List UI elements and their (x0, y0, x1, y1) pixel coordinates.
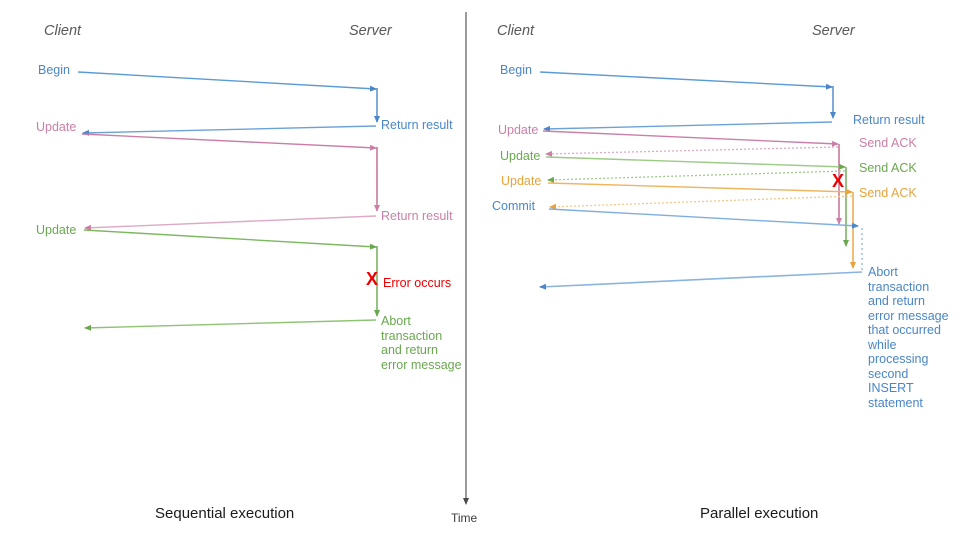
arrow-update-2 (83, 229, 377, 250)
arrow-begin (77, 71, 377, 92)
left-label-return-2: Return result (381, 209, 453, 223)
right-label-ack-3: Send ACK (859, 186, 917, 200)
arrow-update-1 (81, 133, 377, 151)
arrow-return-2 (84, 215, 377, 231)
left-actor-client: Client (44, 23, 82, 39)
arrow-return-1 (82, 125, 377, 136)
right-panel-arrows (539, 71, 863, 290)
left-label-update-2: Update (36, 223, 77, 237)
left-label-return-1: Return result (381, 118, 453, 132)
right-actor-server: Server (812, 23, 855, 39)
arrow-ack-r2 (547, 170, 846, 183)
time-axis-label: Time (451, 511, 478, 525)
left-label-update-1: Update (36, 120, 77, 134)
right-label-begin: Begin (500, 63, 532, 77)
right-label-return: Return result (853, 113, 925, 127)
right-label-update-3: Update (501, 174, 542, 188)
right-panel-caption: Parallel execution (700, 505, 819, 522)
arrow-abort-left (84, 319, 377, 331)
arrow-begin-r (539, 71, 833, 90)
left-label-error: Error occurs (383, 276, 452, 290)
arrow-return-r (543, 121, 833, 132)
left-panel-caption: Sequential execution (155, 505, 295, 522)
arrow-commit-r (548, 208, 859, 229)
arrow-ack-r1 (545, 146, 839, 157)
error-x-icon-right: X (832, 171, 845, 191)
right-label-commit: Commit (492, 199, 536, 213)
arrow-update-r3 (547, 182, 853, 195)
right-label-update-1: Update (498, 123, 539, 137)
left-panel-arrows (77, 71, 380, 331)
left-label-abort: Abort transaction and return error messa… (381, 314, 462, 372)
arrow-abort-r (539, 271, 863, 290)
right-label-abort: Abort transaction and return error messa… (868, 265, 949, 410)
right-label-update-2: Update (500, 149, 541, 163)
left-actor-server: Server (349, 23, 392, 39)
right-label-ack-2: Send ACK (859, 161, 917, 175)
right-label-ack-1: Send ACK (859, 136, 917, 150)
error-x-icon-left: X (366, 269, 379, 289)
left-label-begin: Begin (38, 63, 70, 77)
arrow-update-r2 (545, 156, 846, 170)
arrow-update-r1 (542, 130, 839, 147)
arrow-ack-r3 (549, 195, 853, 210)
right-actor-client: Client (497, 23, 535, 39)
